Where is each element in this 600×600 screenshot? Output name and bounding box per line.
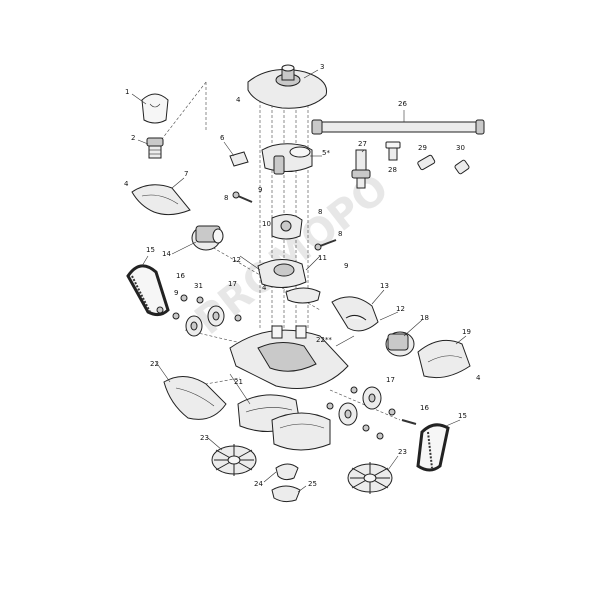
callout-16: 16 [420,404,429,412]
callout-24: 24 [254,480,263,488]
part-15-right-track [416,423,450,472]
callout-22: 22 [150,360,159,368]
part-23-right-brush-wheel [347,462,393,494]
callout-17: 17 [386,376,395,384]
callout-12: 12 [396,305,405,313]
callout-6: 6 [220,134,225,142]
callout-7: 7 [184,170,188,178]
callout-4: 4 [262,284,267,292]
callout-9: 9 [258,186,262,194]
callout-11: 11 [318,254,327,262]
callout-29: 29 [418,144,427,152]
part-8-bolt [314,239,337,251]
part-3-top-cover [247,64,328,109]
callout-19: 19 [462,328,471,336]
part-23-left-brush-wheel [211,444,257,476]
callout-labels: 1 2 3 4 4 4 4 5* 6 7 8 8 8 9 9 9 10 11 1… [124,63,481,488]
callout-9: 9 [174,289,178,297]
part-1-cap [141,93,169,124]
part-22-left-skirt [163,376,227,420]
part-15-left-track [126,264,170,317]
leader-lines [131,69,467,493]
callout-21: 21 [234,378,243,386]
part-5-swivel-housing [261,143,313,175]
callout-15: 15 [146,246,155,254]
callout-2: 2 [131,134,135,142]
part-18-right-turbine [385,331,415,357]
callout-3: 3 [320,63,324,71]
callout-13: 13 [380,282,389,290]
callout-23: 23 [200,434,209,442]
part-19-right-wing [417,339,471,379]
callout-8: 8 [224,194,228,202]
callout-27: 27 [358,140,367,148]
part-7-left-deflector [131,184,191,216]
callout-30: 30 [456,144,465,152]
part-30-connector [454,159,470,175]
callout-22-double-star: 22** [316,336,332,344]
part-14-turbine [191,225,224,251]
part-16-right-hardware [326,386,417,440]
part-11-gearbox [257,259,321,304]
part-6-clip [229,151,249,167]
callout-31: 31 [194,282,203,290]
part-17-right-wheels [338,386,382,426]
part-10-motor-housing [271,214,303,240]
callout-15: 15 [458,412,467,420]
part-13-right-deflector [331,296,379,332]
part-27-valve [351,149,371,189]
callout-9: 9 [344,262,348,270]
callout-8: 8 [318,208,322,216]
callout-14: 14 [162,250,171,258]
callout-16: 16 [176,272,185,280]
callout-8: 8 [338,230,342,238]
part-26-hose [311,119,485,135]
part-22-chassis [229,325,349,389]
part-25-clip [271,485,301,503]
callout-18: 18 [420,314,429,322]
part-29-connector [417,154,436,171]
part-2-fitting [146,137,164,159]
part-9-screw [232,191,253,203]
callout-28: 28 [388,166,397,174]
callout-1: 1 [125,88,129,96]
callout-17: 17 [228,280,237,288]
callout-12: 12 [232,256,241,264]
part-17-left-wheels [185,305,225,337]
callout-4: 4 [476,374,481,382]
part-16-left-hardware [156,294,242,322]
callout-5: 5* [322,149,330,157]
callout-23: 23 [398,448,407,456]
callout-10: 10 [262,220,271,228]
part-24-clip [275,463,299,481]
callout-25: 25 [308,480,317,488]
callout-26: 26 [398,100,407,108]
callout-4: 4 [236,96,241,104]
callout-4: 4 [124,180,129,188]
part-28-fitting [385,141,401,161]
part-21-pads [237,394,331,451]
